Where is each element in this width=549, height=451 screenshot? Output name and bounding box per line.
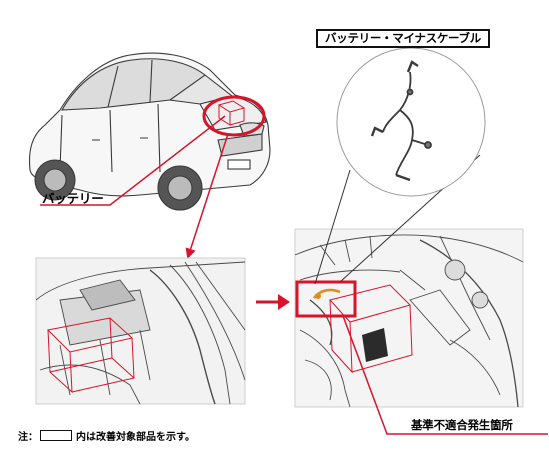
cable-title-label: バッテリー・マイナスケーブル [316, 29, 490, 48]
battery-highlight-ellipse [202, 95, 266, 137]
car-illustration [28, 52, 271, 211]
arrow-to-engine-panel [185, 133, 229, 259]
note-text: 内は改善対象部品を示す。 [76, 432, 195, 443]
note-prefix: 注： [18, 432, 38, 443]
cable-highlight-box [295, 280, 357, 318]
battery-leader-line [40, 115, 226, 206]
defect-location-label: 基準不適合発生箇所 [411, 418, 513, 432]
cable-illustration [370, 60, 432, 182]
defect-leader-line [342, 315, 548, 435]
arrow-right-icon [256, 294, 290, 310]
legend-note: 注： 内は改善対象部品を示す。 [18, 428, 195, 443]
legend-box-icon [40, 430, 72, 441]
battery-label: バッテリー [42, 191, 104, 206]
engine-bay-right-panel [294, 228, 524, 408]
engine-bay-left-panel [35, 257, 246, 405]
